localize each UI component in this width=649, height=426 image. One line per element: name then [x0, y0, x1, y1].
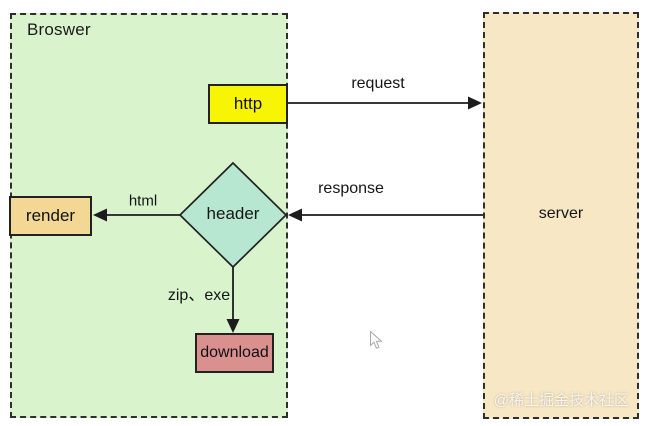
- browser-label: Broswer: [27, 20, 91, 39]
- server-container: @稀土掘金技术社区: [483, 12, 639, 419]
- node-download: download: [195, 333, 274, 373]
- node-http: http: [208, 84, 288, 124]
- mouse-cursor-icon: [370, 331, 383, 349]
- watermark: @稀土掘金技术社区: [493, 392, 629, 409]
- request-edge-label: request: [351, 75, 405, 92]
- html-edge-label: html: [128, 192, 158, 210]
- node-header-label: header: [206, 204, 260, 223]
- server-label: server: [538, 205, 584, 222]
- zip-exe-edge-label: zip、exe: [167, 287, 231, 304]
- node-render: render: [9, 196, 92, 236]
- request-arrow: [288, 96, 482, 110]
- response-arrow: [288, 208, 483, 222]
- response-edge-label: response: [318, 180, 384, 197]
